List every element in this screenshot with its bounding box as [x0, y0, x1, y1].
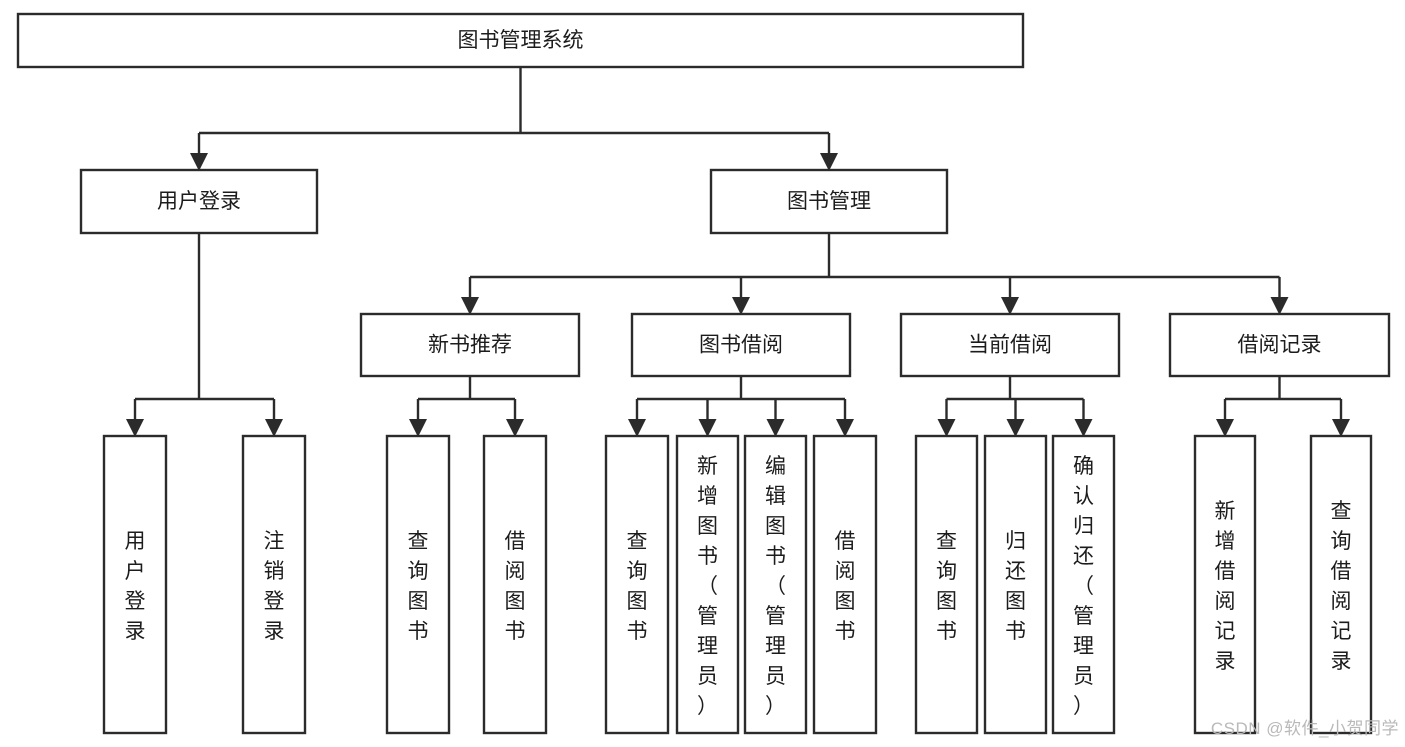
node-box — [1193, 434, 1257, 735]
node-leaf-query-record[interactable]: 查询借阅记录 — [1309, 434, 1373, 735]
node-box — [604, 434, 670, 735]
arrow-head-icon — [628, 419, 646, 437]
node-leaf-query-book-2[interactable]: 查询图书 — [604, 434, 670, 735]
node-box — [914, 434, 979, 735]
node-box — [1051, 434, 1116, 735]
node-box — [743, 434, 808, 735]
node-box — [899, 312, 1121, 378]
node-n-new-book-rec[interactable]: 新书推荐 — [359, 312, 581, 378]
watermark-text: CSDN @软件_小贺同学 — [1210, 719, 1399, 738]
node-box — [1168, 312, 1391, 378]
edge-group-n-current-borrow — [937, 376, 1093, 437]
arrow-head-icon — [820, 153, 838, 171]
node-n-borrow-record[interactable]: 借阅记录 — [1168, 312, 1391, 378]
node-leaf-user-login[interactable]: 用户登录 — [102, 434, 168, 735]
node-box — [385, 434, 451, 735]
node-label: 查询图书 — [408, 530, 429, 643]
node-label: 查询借阅记录 — [1331, 500, 1352, 673]
node-leaf-logout[interactable]: 注销登录 — [241, 434, 307, 735]
node-box — [241, 434, 307, 735]
node-leaf-borrow-book-1[interactable]: 借阅图书 — [482, 434, 548, 735]
node-box — [359, 312, 581, 378]
node-label: 查询图书 — [627, 530, 648, 643]
node-layer: 图书管理系统用户登录图书管理新书推荐图书借阅当前借阅借阅记录用户登录注销登录查询… — [16, 12, 1391, 735]
node-label: 图书管理系统 — [458, 29, 584, 52]
arrow-head-icon — [698, 419, 717, 437]
node-box — [983, 434, 1048, 735]
node-label: 借阅图书 — [835, 530, 856, 643]
arrow-head-icon — [1074, 419, 1093, 437]
node-box — [630, 312, 852, 378]
node-label: 编辑图书（管理员） — [765, 455, 786, 718]
node-label: 新书推荐 — [428, 334, 512, 357]
node-box — [16, 12, 1025, 69]
node-leaf-query-book-3[interactable]: 查询图书 — [914, 434, 979, 735]
edge-group-n-new-book-rec — [409, 376, 524, 437]
arrow-head-icon — [409, 419, 427, 437]
edge-group-n-borrow-record — [1216, 376, 1350, 437]
connector-layer — [126, 67, 1350, 437]
arrow-head-icon — [506, 419, 524, 437]
node-label: 图书管理 — [787, 190, 871, 213]
arrow-head-icon — [766, 419, 785, 437]
edge-group-n-book-borrow — [628, 376, 854, 437]
node-box — [675, 434, 740, 735]
arrow-head-icon — [1001, 297, 1019, 315]
node-label: 当前借阅 — [968, 334, 1052, 357]
node-label: 用户登录 — [125, 530, 146, 643]
node-box — [709, 168, 949, 235]
arrow-head-icon — [836, 419, 854, 437]
arrow-head-icon — [190, 153, 208, 171]
node-label: 借阅图书 — [505, 530, 526, 643]
arrow-head-icon — [1332, 419, 1350, 437]
edge-group-root — [190, 67, 838, 171]
edge-group-n-user-login — [126, 233, 283, 437]
node-n-user-login[interactable]: 用户登录 — [79, 168, 319, 235]
node-leaf-add-book[interactable]: 新增图书（管理员） — [675, 434, 740, 735]
arrow-head-icon — [265, 419, 283, 437]
node-leaf-query-book-1[interactable]: 查询图书 — [385, 434, 451, 735]
node-label: 新增借阅记录 — [1215, 500, 1236, 673]
node-root[interactable]: 图书管理系统 — [16, 12, 1025, 69]
node-leaf-borrow-book-2[interactable]: 借阅图书 — [812, 434, 878, 735]
node-box — [79, 168, 319, 235]
arrow-head-icon — [732, 297, 750, 315]
node-n-book-manage[interactable]: 图书管理 — [709, 168, 949, 235]
node-label: 注销登录 — [264, 530, 285, 643]
node-label: 借阅记录 — [1238, 334, 1322, 357]
node-leaf-confirm-return[interactable]: 确认归还（管理员） — [1051, 434, 1116, 735]
node-n-book-borrow[interactable]: 图书借阅 — [630, 312, 852, 378]
node-label: 确认归还（管理员） — [1073, 455, 1094, 718]
node-leaf-edit-book[interactable]: 编辑图书（管理员） — [743, 434, 808, 735]
node-box — [1309, 434, 1373, 735]
node-box — [812, 434, 878, 735]
node-label: 新增图书（管理员） — [697, 455, 718, 718]
node-leaf-return-book[interactable]: 归还图书 — [983, 434, 1048, 735]
node-box — [482, 434, 548, 735]
arrow-head-icon — [461, 297, 479, 315]
edge-group-n-book-manage — [461, 233, 1289, 315]
node-box — [102, 434, 168, 735]
node-label: 图书借阅 — [699, 334, 783, 357]
node-n-current-borrow[interactable]: 当前借阅 — [899, 312, 1121, 378]
arrow-head-icon — [1216, 419, 1234, 437]
arrow-head-icon — [1270, 297, 1289, 315]
node-label: 查询图书 — [936, 530, 957, 643]
arrow-head-icon — [937, 419, 956, 437]
node-label: 用户登录 — [157, 190, 241, 213]
node-leaf-add-record[interactable]: 新增借阅记录 — [1193, 434, 1257, 735]
node-label: 归还图书 — [1005, 530, 1026, 643]
arrow-head-icon — [1006, 419, 1025, 437]
arrow-head-icon — [126, 419, 144, 437]
